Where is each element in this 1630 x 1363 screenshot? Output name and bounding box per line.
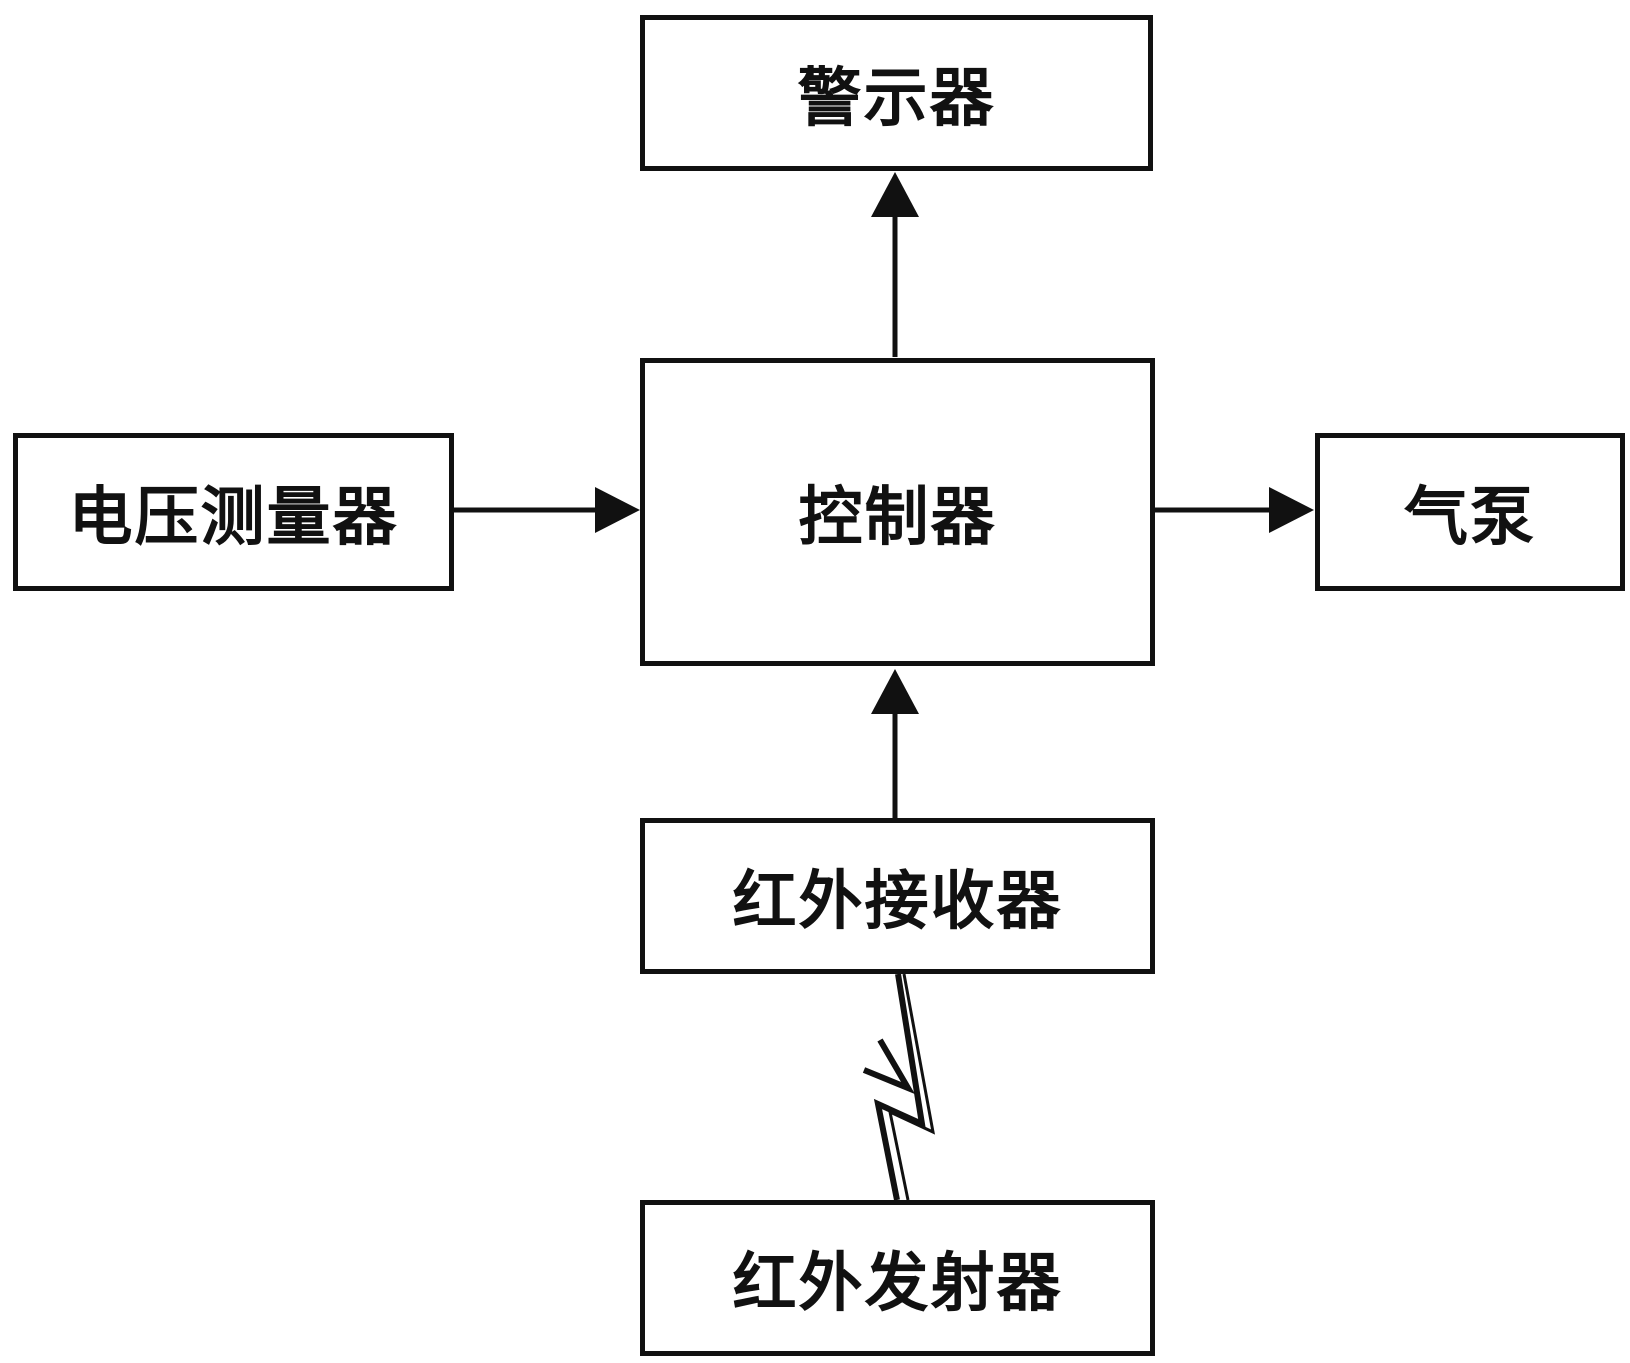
edge-ir-receiver-to-controller: [871, 669, 919, 818]
air-pump-label: 气泵: [1404, 481, 1536, 555]
edge-wireless-transmitter-to-receiver: [855, 973, 935, 1201]
controller-label: 控制器: [798, 481, 997, 555]
voltage-meter-node: 电压测量器: [13, 433, 454, 591]
ir-receiver-node: 红外接收器: [640, 818, 1155, 974]
ir-transmitter-label: 红外发射器: [732, 1247, 1063, 1321]
edge-voltage-meter-to-controller: [452, 487, 640, 533]
edge-controller-to-air-pump: [1153, 487, 1314, 533]
ir-receiver-label: 红外接收器: [732, 865, 1063, 939]
alarm-node: 警示器: [640, 15, 1153, 171]
controller-node: 控制器: [640, 358, 1155, 666]
air-pump-node: 气泵: [1315, 433, 1625, 591]
edge-controller-to-alarm: [871, 172, 919, 357]
ir-transmitter-node: 红外发射器: [640, 1200, 1155, 1356]
alarm-label: 警示器: [797, 62, 996, 136]
voltage-meter-label: 电压测量器: [68, 481, 399, 555]
